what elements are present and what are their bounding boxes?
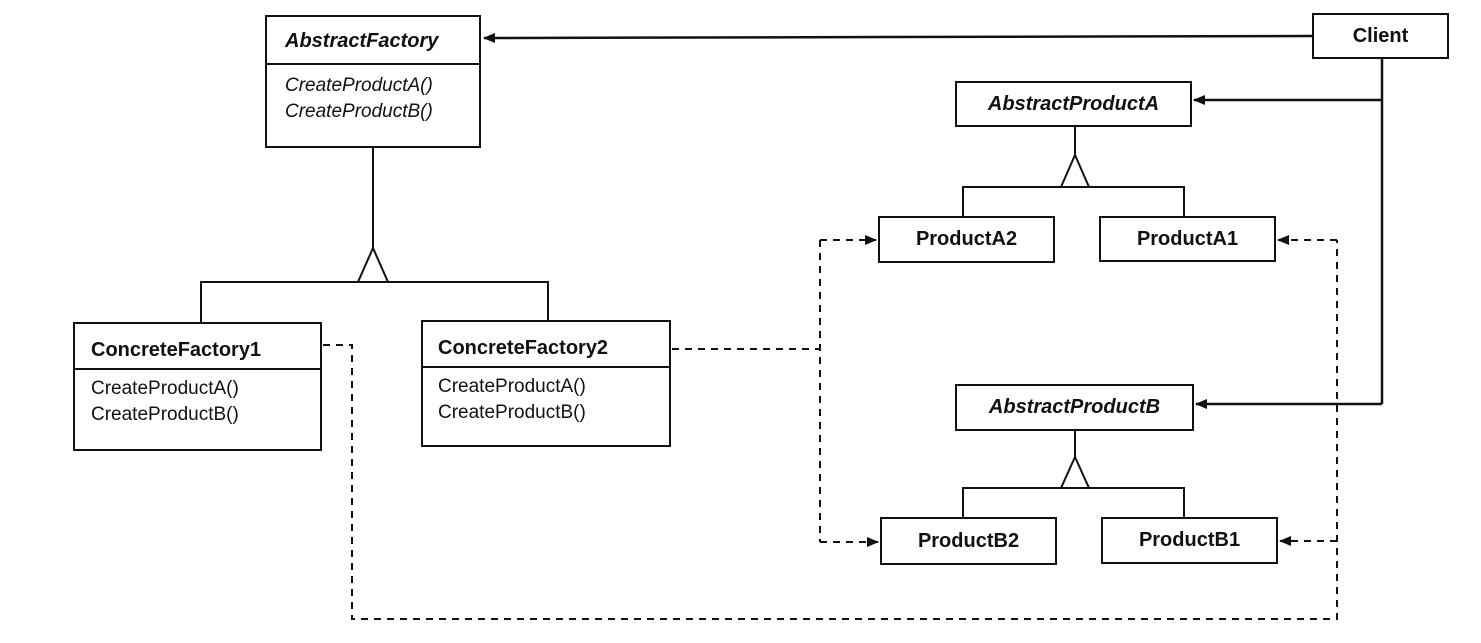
product-b2-class: ProductB2 xyxy=(880,517,1057,565)
abstract-product-a-name: AbstractProductA xyxy=(987,93,1160,115)
abstract-factory-name: AbstractFactory xyxy=(285,30,439,52)
client-class: Client xyxy=(1312,13,1449,59)
abstract-product-b-name: AbstractProductB xyxy=(988,396,1161,418)
operation-create-product-a: CreateProductA() xyxy=(91,378,239,399)
concrete-factory-2-class: ConcreteFactory2 CreateProductA() Create… xyxy=(421,320,671,447)
operation-create-product-b: CreateProductB() xyxy=(438,402,586,423)
product-a1-name: ProductA1 xyxy=(1136,228,1239,250)
operation-create-product-b: CreateProductB() xyxy=(285,101,433,122)
concrete-factory-1-name: ConcreteFactory1 xyxy=(91,339,262,361)
client-name: Client xyxy=(1352,25,1409,47)
client-to-abstract-factory-association xyxy=(483,32,1313,43)
concrete-factory-1-operations: CreateProductA() CreateProductB() xyxy=(75,368,320,428)
product-b1-name: ProductB1 xyxy=(1138,529,1241,551)
operation-create-product-a: CreateProductA() xyxy=(285,75,433,96)
abstract-product-a-class: AbstractProductA xyxy=(955,81,1192,127)
abstract-factory-operations: CreateProductA() CreateProductB() xyxy=(267,63,479,125)
product-a2-class: ProductA2 xyxy=(878,216,1055,263)
factory-inheritance xyxy=(200,148,549,324)
concrete-factory-1-class: ConcreteFactory1 CreateProductA() Create… xyxy=(73,322,322,451)
product-a-inheritance xyxy=(962,126,1185,217)
product-a2-name: ProductA2 xyxy=(915,228,1018,250)
product-b1-class: ProductB1 xyxy=(1101,517,1278,564)
product-b-inheritance xyxy=(962,430,1185,518)
concrete-factory-1-dependencies xyxy=(323,235,1338,620)
operation-create-product-b: CreateProductB() xyxy=(91,404,239,425)
abstract-product-b-class: AbstractProductB xyxy=(955,384,1194,431)
concrete-factory-2-operations: CreateProductA() CreateProductB() xyxy=(423,366,669,426)
product-a1-class: ProductA1 xyxy=(1099,216,1276,262)
concrete-factory-2-name: ConcreteFactory2 xyxy=(438,337,609,359)
abstract-factory-class: AbstractFactory CreateProductA() CreateP… xyxy=(265,15,481,148)
product-b2-name: ProductB2 xyxy=(917,530,1020,552)
operation-create-product-a: CreateProductA() xyxy=(438,376,586,397)
concrete-factory-2-dependencies xyxy=(672,235,879,547)
